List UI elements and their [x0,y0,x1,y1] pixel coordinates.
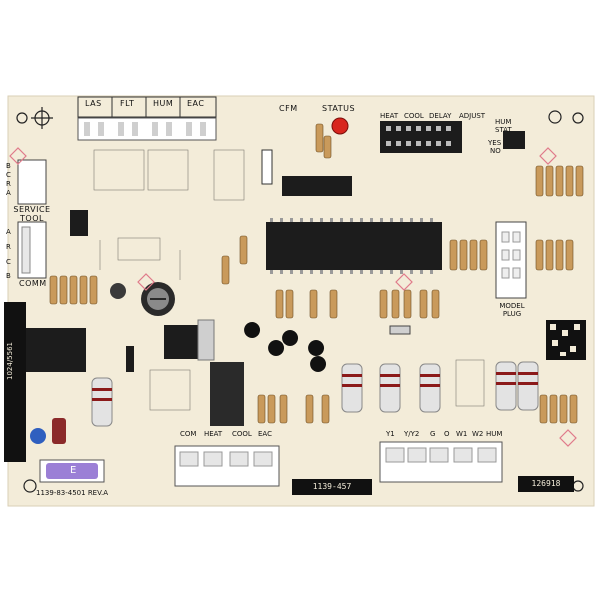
label-hum: HUM [153,99,174,108]
label-las: LAS [85,99,102,108]
terminal-label-heat: HEAT [204,430,223,438]
label-yes: YES [488,139,502,147]
datamatrix-code [546,320,586,360]
transistors [244,322,327,372]
dip-switch-headers [380,121,525,153]
label-adjust: ADJUST [459,112,486,120]
terminal-label-hum: HUM [486,430,503,438]
label-status: STATUS [322,104,356,113]
barcode-number-tag: 126918 [518,476,574,492]
comm-letter-a: A [6,228,11,236]
power-resistors [91,361,539,427]
comm-letter-c: C [6,258,11,266]
resistor-array [49,123,584,424]
fuse-letter: E [70,465,77,476]
label-model-plug: MODEL PLUG [499,302,525,318]
terminal-label-yy2: Y/Y2 [404,430,420,438]
label-heat: HEAT [380,112,399,120]
small-capacitor [110,283,126,299]
side-letter-r: R [6,180,11,188]
left-vertical-code: 1024/5561 [6,342,14,380]
voltage-regulator [164,325,198,359]
terminal-label-com: COM [180,430,197,438]
label-no: NO [490,147,501,155]
driver-chip [282,176,352,196]
comm-letter-b: B [6,272,11,280]
side-letter-b: B [6,162,11,170]
power-relay [210,362,244,426]
terminal-label-o: O [444,430,450,438]
label-service-tool: SERVICE TOOL [13,205,51,223]
label-delay: DELAY [429,112,452,120]
part-number: 1139-83-4501 REV.A [36,489,108,497]
label-eac: EAC [187,99,205,108]
board-number-tag: 1139-457 [292,479,372,495]
top-terminal-strip [77,96,217,141]
microcontroller-chip [266,222,442,270]
electrolytic-capacitor [141,282,175,316]
comm-letter-r: R [6,243,11,251]
label-cfm: CFM [279,104,298,113]
side-letter-c: C [6,171,11,179]
bottom-terminal-connectors [174,441,503,487]
terminal-label-cool: COOL [232,430,252,438]
left-edge-strip [4,302,26,462]
relay [24,328,86,372]
blue-capacitor [30,428,46,444]
terminal-label-g: G [430,430,436,438]
mounting-hole [16,107,584,493]
terminal-label-y1: Y1 [386,430,395,438]
fuse [39,459,105,483]
service-tool-connector [17,159,47,279]
label-hum-stat: HUM STAT [495,118,512,134]
model-plug [495,221,527,299]
film-capacitor [52,418,66,444]
label-cool: COOL [404,112,424,120]
terminal-label-w1: W1 [456,430,468,438]
label-flt: FLT [120,99,135,108]
status-led [331,117,349,135]
terminal-label-w2: W2 [472,430,484,438]
label-comm: COMM [19,279,47,288]
side-letter-a: A [6,189,11,197]
terminal-label-eac: EAC [258,430,272,438]
